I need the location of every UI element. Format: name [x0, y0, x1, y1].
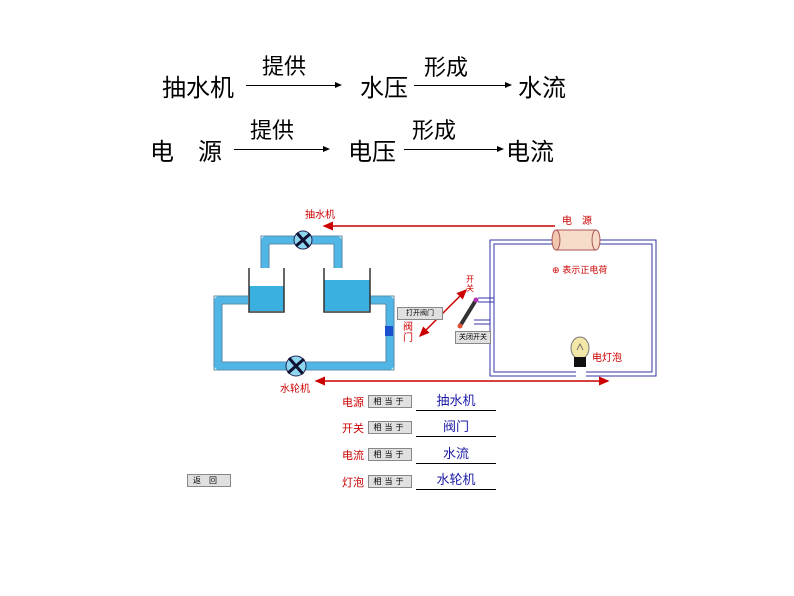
valve-label: 阀门: [403, 322, 413, 344]
switch-label: 开关: [466, 275, 474, 293]
analogy-row1-b: 水压: [360, 74, 408, 102]
table-row-term: 开关: [342, 422, 364, 435]
analogy-row2-a: 电 源: [150, 138, 222, 166]
table-row-answer: 阀门: [416, 420, 496, 437]
left-tank: [248, 268, 285, 313]
source-label: 电 源: [562, 214, 592, 227]
analogy-row1-a: 抽水机: [162, 74, 234, 102]
pump-label: 抽水机: [305, 208, 335, 221]
analogy-row2-arrow1-label: 提供: [250, 119, 295, 144]
equiv-button[interactable]: 相当于: [368, 448, 412, 461]
analogy-row2-b: 电压: [348, 138, 396, 166]
table-row-term: 灯泡: [342, 476, 364, 489]
open-valve-button[interactable]: 打开阀门: [397, 307, 443, 320]
bulb-icon: [570, 336, 590, 367]
analogy-row1-arrow2: [414, 82, 512, 88]
analogy-row1-c: 水流: [518, 74, 566, 102]
analogy-row1-arrow2-label: 形成: [424, 56, 469, 81]
bulb-label: 电灯泡: [592, 351, 622, 364]
table-row-answer: 水流: [416, 447, 496, 464]
switch-valve-arrow: [418, 288, 468, 338]
analogy-row2-arrow2: [404, 146, 504, 152]
equiv-button[interactable]: 相当于: [368, 395, 412, 408]
table-row-term: 电源: [342, 396, 364, 409]
charge-note: ⊕ 表示正电荷: [552, 264, 607, 276]
equiv-button[interactable]: 相当于: [368, 421, 412, 434]
table-row-answer: 抽水机: [416, 394, 496, 411]
analogy-row2-arrow2-label: 形成: [412, 119, 457, 144]
back-button[interactable]: 返回: [187, 474, 231, 487]
power-source-icon: [551, 229, 601, 251]
analogy-row1-arrow1: [246, 82, 342, 88]
table-row-term: 电流: [342, 449, 364, 462]
valve-icon: [385, 326, 393, 336]
equiv-button[interactable]: 相当于: [368, 475, 412, 488]
circuit-wires: [474, 239, 657, 377]
wheel-label: 水轮机: [280, 382, 310, 395]
right-tank: [323, 268, 371, 313]
pump-icon: [293, 230, 313, 250]
analogy-row1-arrow1-label: 提供: [262, 55, 307, 80]
close-switch-button[interactable]: 关闭开关: [455, 331, 491, 344]
water-wheel-icon: [285, 355, 307, 377]
table-row-answer: 水轮机: [416, 473, 496, 490]
analogy-row2-c: 电流: [506, 138, 554, 166]
analogy-row2-arrow1: [234, 146, 330, 152]
